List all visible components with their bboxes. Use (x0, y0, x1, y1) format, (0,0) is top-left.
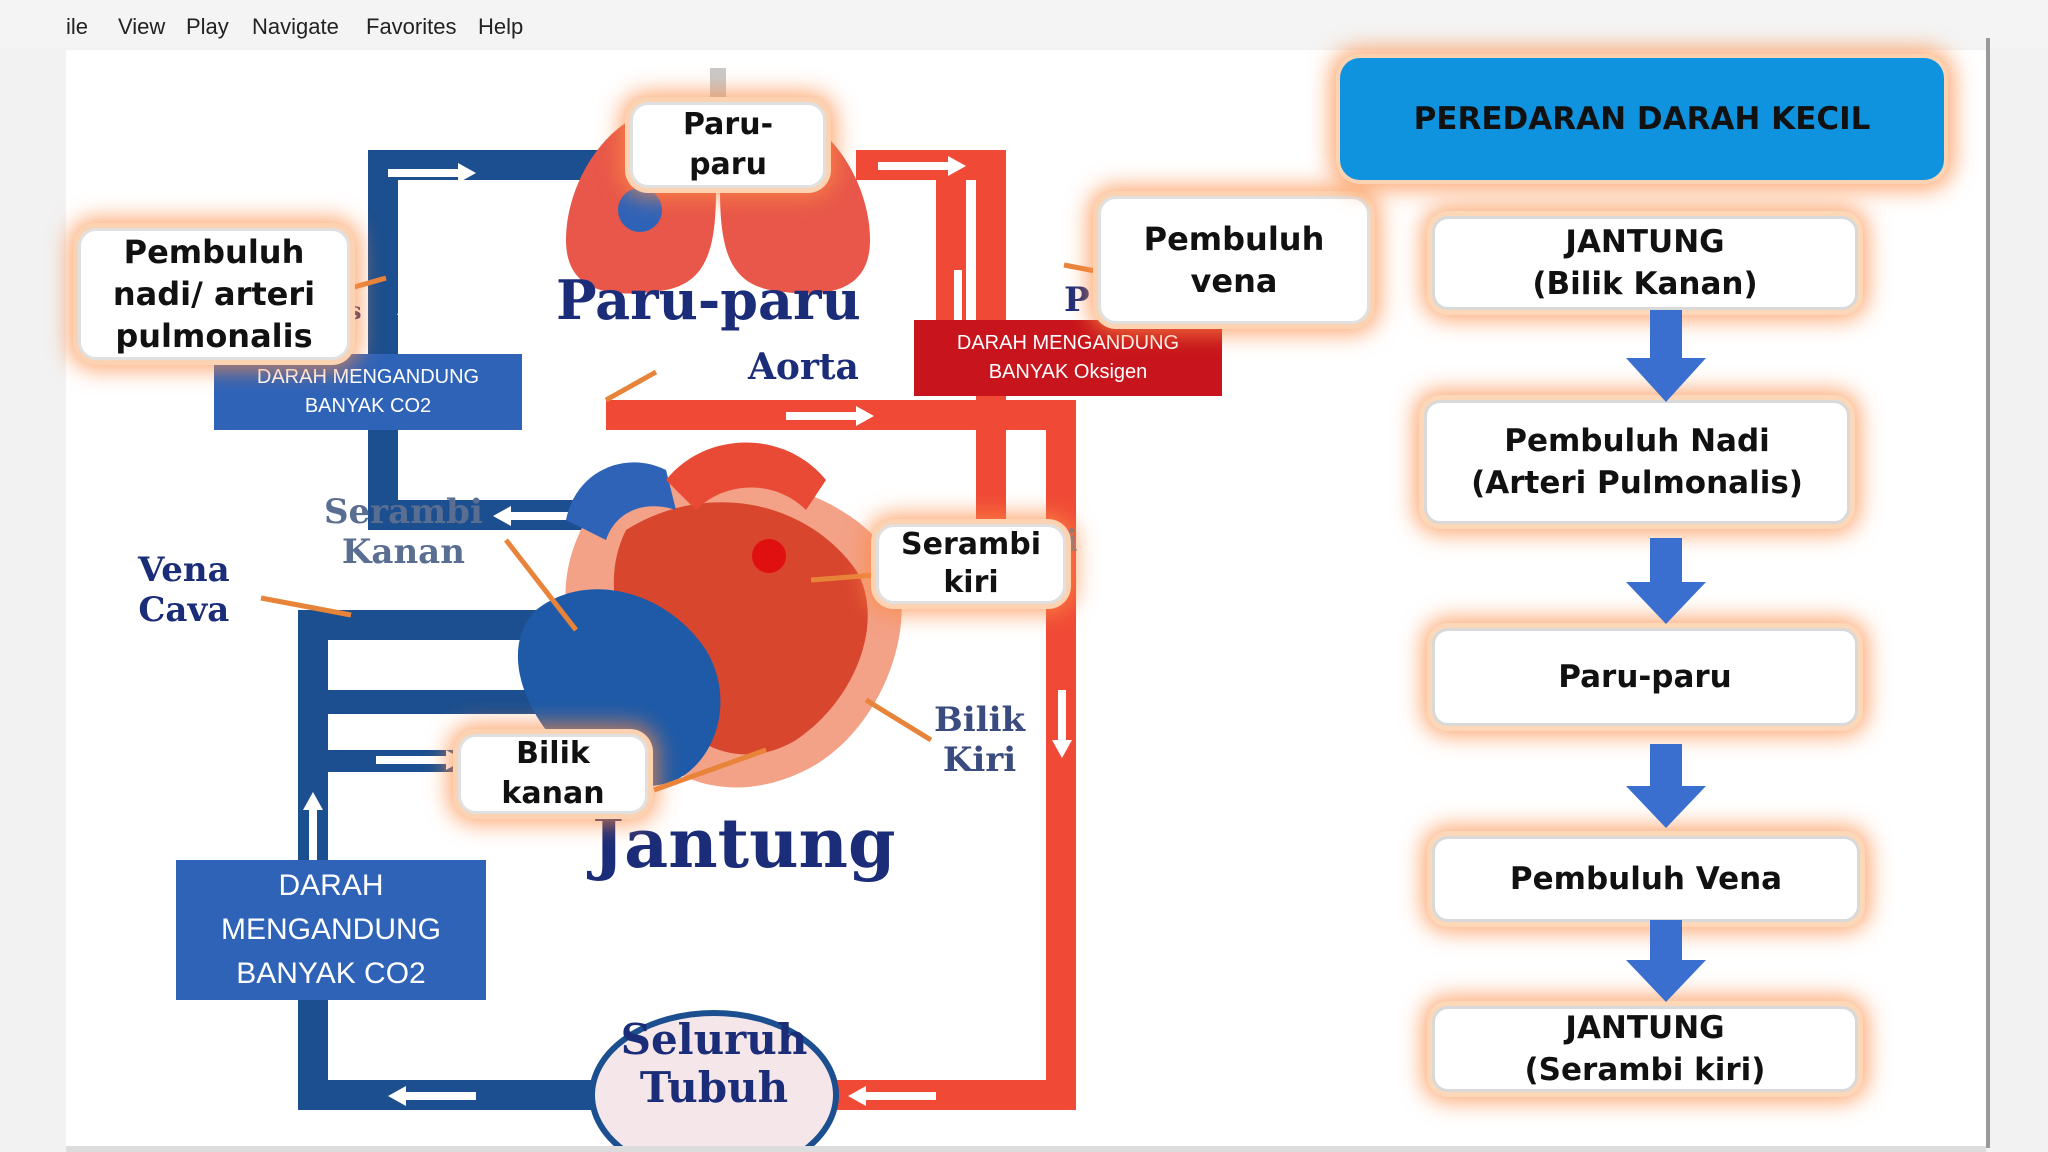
flow-step-2: Pembuluh Nadi (Arteri Pulmonalis) (1424, 400, 1850, 524)
flow-arrow-4 (1626, 920, 1706, 1002)
co2-top-box: DARAH MENGANDUNG BANYAK CO2 (214, 354, 522, 430)
artery-label: Pembuluh nadi/ arteri pulmonalis (78, 228, 350, 360)
flow-step-5: JANTUNG (Serambi kiri) (1432, 1006, 1858, 1092)
menu-play[interactable]: Play (186, 14, 229, 39)
menu-help[interactable]: Help (478, 14, 524, 39)
lung-title: Paru-paru (556, 268, 861, 332)
flow-arrow-2 (1626, 538, 1706, 624)
window-edge (1986, 38, 1990, 1148)
flow-step-3: Paru-paru (1432, 628, 1858, 726)
vena-cava-label: Vena Cava (138, 550, 230, 630)
flowchart-title: PEREDARAN DARAH KECIL (1340, 58, 1944, 180)
co2-bottom-box: DARAH MENGANDUNG BANYAK CO2 (176, 860, 486, 1000)
leader-lines (260, 262, 1117, 793)
menu-navigate[interactable]: Navigate (252, 14, 339, 39)
oxygen-top-box: DARAH MENGANDUNG BANYAK Oksigen (914, 320, 1222, 396)
flow-arrow-3 (1626, 744, 1706, 828)
right-atrium-text: Serambi Kanan (324, 492, 483, 572)
menu-bar: ile View Play Navigate Favorites Help (0, 0, 2048, 48)
menu-view[interactable]: View (118, 14, 166, 39)
vessel-flow-arrows (303, 156, 1072, 1106)
flow-step-4: Pembuluh Vena (1432, 836, 1860, 922)
aorta-label: Aorta (748, 346, 859, 388)
body-label: Seluruh Tubuh (620, 1015, 808, 1112)
left-atrium-label: Serambi kiri (876, 524, 1066, 604)
menu-favorites[interactable]: Favorites (366, 14, 457, 39)
body-circle (589, 1010, 839, 1146)
menu-file[interactable]: ile (66, 14, 89, 39)
flow-arrow-1 (1626, 310, 1706, 402)
partial-letter-s: s (348, 296, 362, 325)
right-ventricle-label: Bilik kanan (458, 734, 648, 814)
partial-letter-p: P (1064, 280, 1090, 320)
heart-title: Jantung (592, 804, 896, 884)
circulation-diagram (260, 68, 1117, 1146)
partial-letter-i: i (1066, 524, 1078, 559)
slide-canvas: Paru-paru Aorta Serambi Kanan Vena Cava … (66, 50, 1986, 1146)
flow-step-1: JANTUNG (Bilik Kanan) (1432, 216, 1858, 310)
lung-label: Paru- paru (630, 102, 826, 188)
heart-illustration (517, 442, 902, 788)
bottom-strip (66, 1146, 1986, 1152)
left-ventricle-text: Bilik Kiri (934, 700, 1026, 780)
vein-label: Pembuluh vena (1098, 196, 1370, 324)
